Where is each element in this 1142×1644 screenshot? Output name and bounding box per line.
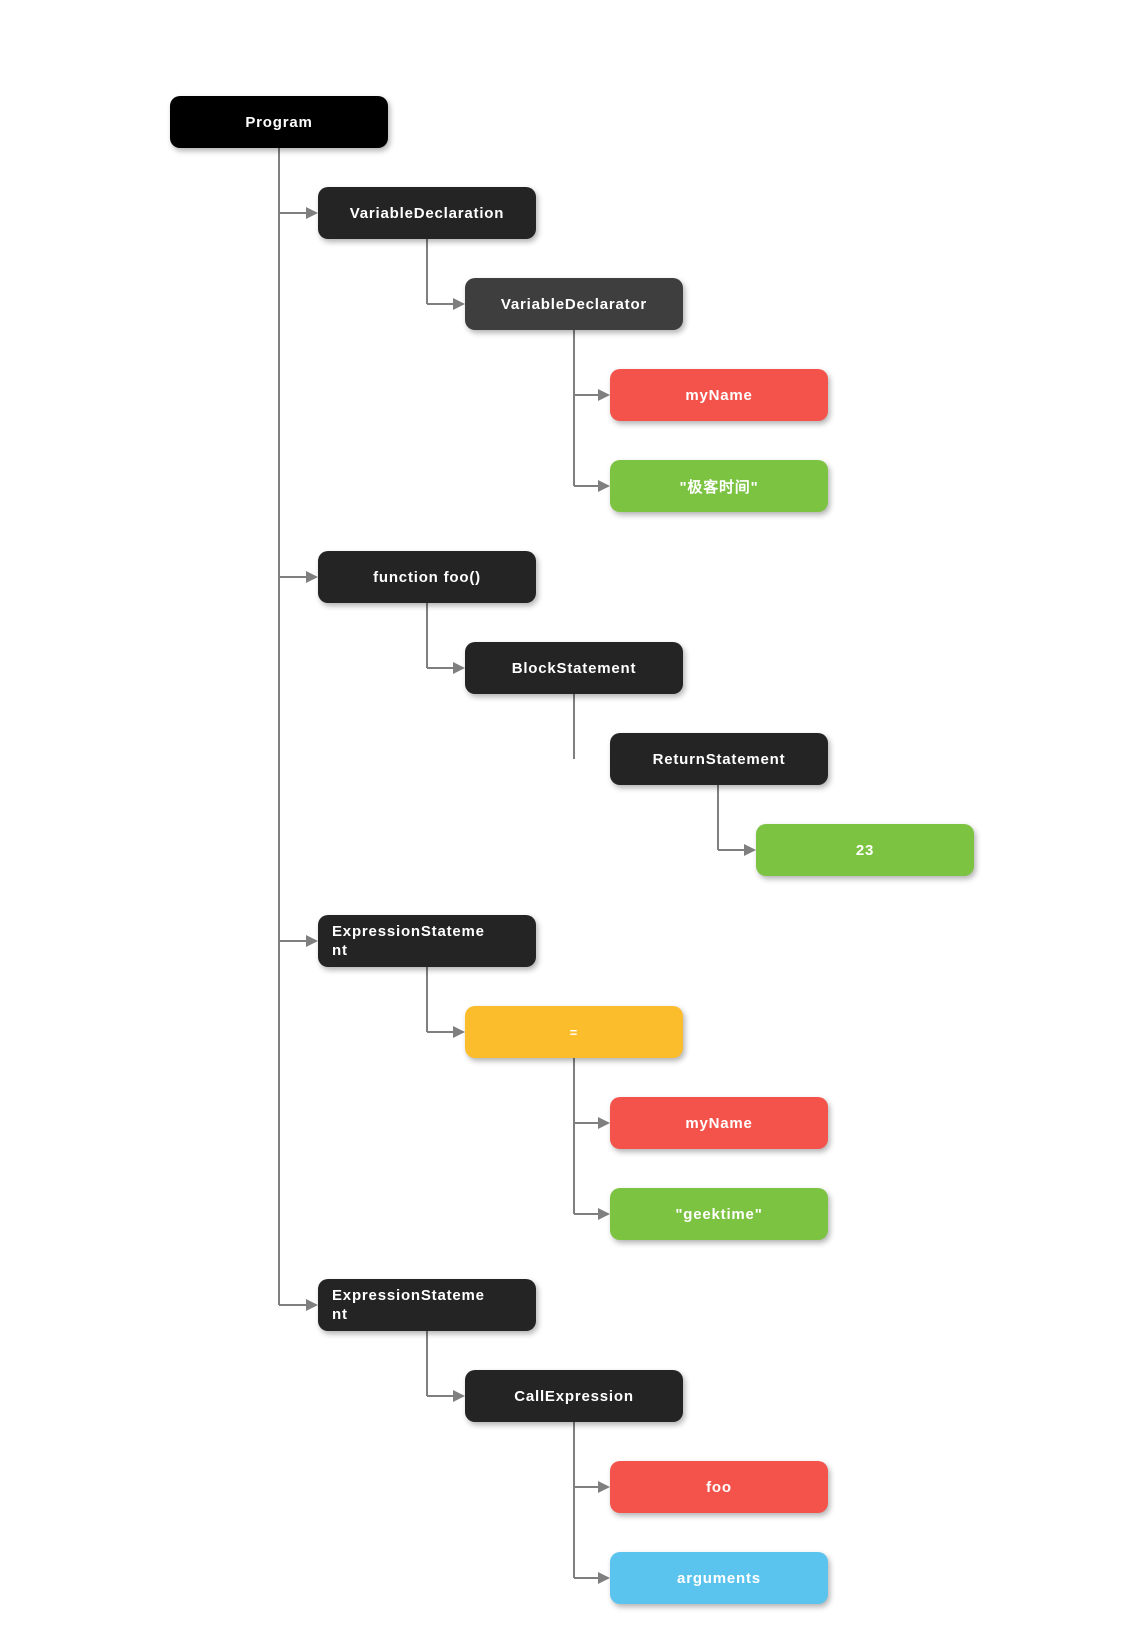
node-call-expression-label: CallExpression <box>514 1387 634 1405</box>
node-variable-declaration: VariableDeclaration <box>318 187 536 239</box>
node-expression-statement-1: ExpressionStatement <box>318 915 536 967</box>
arrow-head-icon <box>306 207 318 219</box>
arrow-head-icon <box>598 1208 610 1220</box>
node-return-statement: ReturnStatement <box>610 733 828 785</box>
node-identifier-myname-2-label: myName <box>685 1114 753 1132</box>
node-literal-geektime-label: "geektime" <box>675 1205 763 1223</box>
node-literal-23: 23 <box>756 824 974 876</box>
node-function-foo-label: function foo() <box>373 568 481 586</box>
node-literal-geektime: "geektime" <box>610 1188 828 1240</box>
arrow-head-icon <box>598 1481 610 1493</box>
node-assignment-operator-label: = <box>569 1024 579 1040</box>
node-expression-statement-1-label: ExpressionStatement <box>332 923 485 959</box>
node-arguments-label: arguments <box>677 1569 761 1587</box>
node-function-foo: function foo() <box>318 551 536 603</box>
arrow-head-icon <box>453 662 465 674</box>
node-variable-declaration-label: VariableDeclaration <box>349 204 505 222</box>
arrow-head-icon <box>598 1572 610 1584</box>
arrow-head-icon <box>453 1026 465 1038</box>
node-variable-declarator-label: VariableDeclarator <box>500 295 648 313</box>
node-identifier-foo-label: foo <box>706 1478 732 1496</box>
node-arguments: arguments <box>610 1552 828 1604</box>
edge-arrowheads <box>306 207 756 1584</box>
arrow-head-icon <box>306 935 318 947</box>
node-identifier-foo: foo <box>610 1461 828 1513</box>
arrow-head-icon <box>598 480 610 492</box>
node-identifier-myname-1: myName <box>610 369 828 421</box>
node-program: Program <box>170 96 388 148</box>
node-literal-jikeshijian-label: "极客时间" <box>679 478 759 496</box>
node-call-expression: CallExpression <box>465 1370 683 1422</box>
node-return-statement-label: ReturnStatement <box>652 750 786 768</box>
node-identifier-myname-1-label: myName <box>685 386 753 404</box>
arrow-head-icon <box>744 844 756 856</box>
node-literal-jikeshijian: "极客时间" <box>610 460 828 512</box>
node-expression-statement-2: ExpressionStatement <box>318 1279 536 1331</box>
node-expression-statement-2-label: ExpressionStatement <box>332 1287 485 1323</box>
node-variable-declarator: VariableDeclarator <box>465 278 683 330</box>
arrow-head-icon <box>453 1390 465 1402</box>
node-identifier-myname-2: myName <box>610 1097 828 1149</box>
arrow-head-icon <box>598 389 610 401</box>
node-assignment-operator: = <box>465 1006 683 1058</box>
arrow-head-icon <box>453 298 465 310</box>
node-block-statement-label: BlockStatement <box>511 659 637 677</box>
node-program-label: Program <box>245 113 313 131</box>
node-literal-23-label: 23 <box>855 841 875 859</box>
arrow-head-icon <box>598 1117 610 1129</box>
arrow-head-icon <box>306 1299 318 1311</box>
edge-lines <box>278 148 746 1579</box>
node-block-statement: BlockStatement <box>465 642 683 694</box>
arrow-head-icon <box>306 571 318 583</box>
